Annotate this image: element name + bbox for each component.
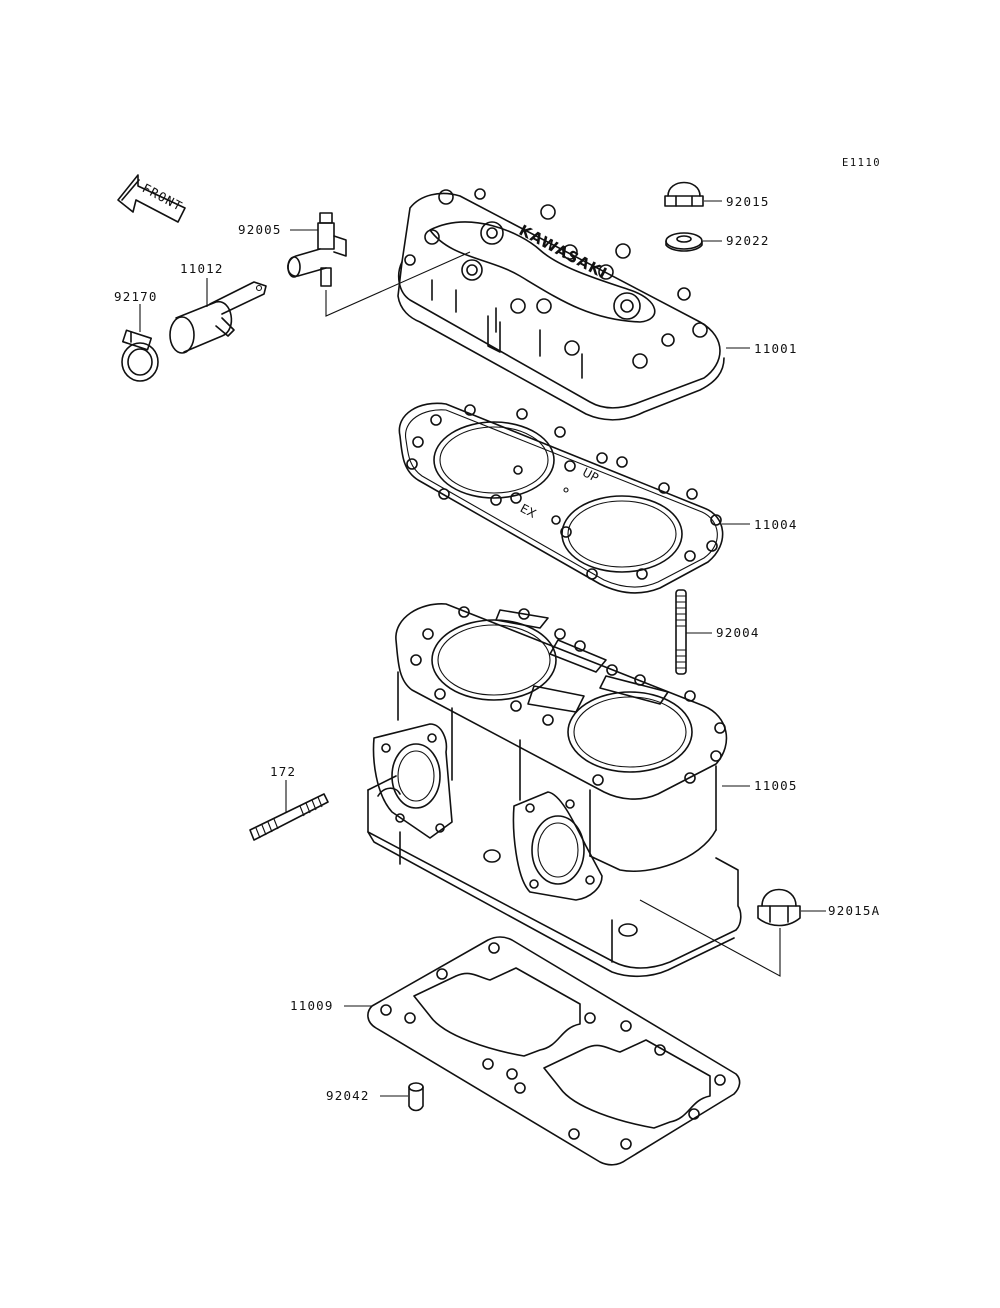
leader-92005 [325,251,471,317]
front-arrow-icon: FRONT [117,174,186,223]
label-92004: 92004 [716,625,760,640]
label-172: 172 [270,764,296,779]
cylinder-block-11005 [367,603,750,978]
label-11001: 11001 [754,341,798,356]
clamp-92170 [121,304,159,382]
label-11004: 11004 [754,517,798,532]
label-92022: 92022 [726,233,770,248]
fitting-92005 [287,212,347,287]
head-gasket-11004: UP EX [398,402,750,594]
cap-nut-92015A [757,888,826,927]
label-11009: 11009 [290,998,334,1013]
dowel-pin-92042 [380,1082,424,1112]
stud-92004 [675,589,712,675]
label-92170: 92170 [114,289,158,304]
label-11005: 11005 [754,778,798,793]
diagram-code: E1110 [842,157,881,169]
front-label: FRONT [140,180,186,214]
cap-nut-92015 [664,181,722,207]
gasket-ex-mark: EX [518,501,539,521]
label-11012: 11012 [180,261,224,276]
base-gasket-11009 [344,936,741,1166]
label-92015A: 92015A [828,903,880,918]
leader-92015A [639,899,781,977]
washer-92022 [665,232,722,252]
label-92042: 92042 [326,1088,370,1103]
label-92005: 92005 [238,222,282,237]
sensor-11012 [169,278,267,354]
stud-172 [249,780,329,841]
label-92015: 92015 [726,194,770,209]
gasket-up-mark: UP [580,465,601,485]
cylinder-head-11001: KAWASAKI [397,188,750,421]
